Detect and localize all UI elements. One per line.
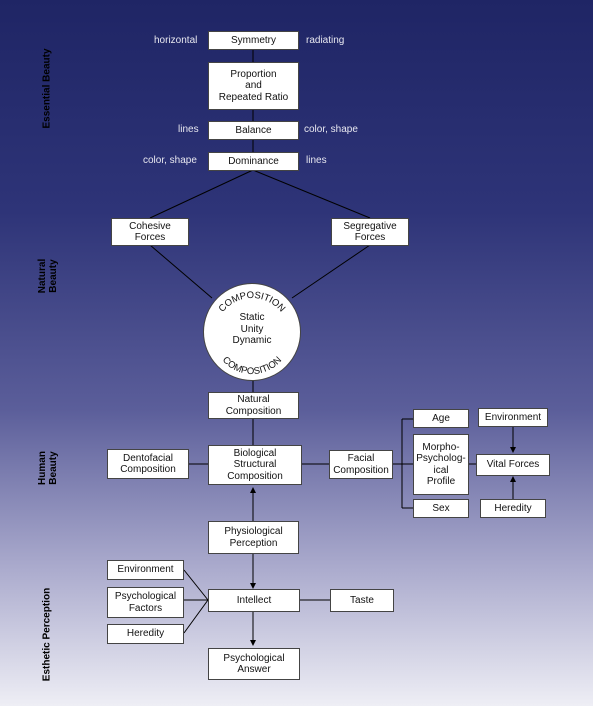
section-label-esthetic-perception: Esthetic Perception bbox=[41, 587, 53, 682]
dentofacial-composition-box: Dentofacial Composition bbox=[107, 449, 189, 479]
balance-left-label: lines bbox=[178, 124, 199, 135]
psychological-answer-box: Psychological Answer bbox=[208, 648, 300, 680]
balance-box: Balance bbox=[208, 121, 299, 140]
cohesive-forces-box: Cohesive Forces bbox=[111, 218, 189, 246]
composition-arc-text: COMPOSITION COMPOSITION bbox=[217, 290, 288, 378]
segregative-forces-box: Segregative Forces bbox=[331, 218, 409, 246]
dominance-right-label: lines bbox=[306, 155, 327, 166]
symmetry-box: Symmetry bbox=[208, 31, 299, 50]
dominance-box: Dominance bbox=[208, 152, 299, 171]
heredity-left-box: Heredity bbox=[107, 624, 184, 644]
taste-box: Taste bbox=[330, 589, 394, 612]
intellect-box: Intellect bbox=[208, 589, 300, 612]
biological-structural-composition-box: Biological Structural Composition bbox=[208, 445, 302, 485]
section-label-human-beauty: Human Beauty bbox=[37, 451, 59, 485]
composition-arc-bottom: COMPOSITION bbox=[220, 355, 284, 378]
environment-right-box: Environment bbox=[478, 408, 548, 427]
age-box: Age bbox=[413, 409, 469, 428]
dominance-left-label: color, shape bbox=[143, 155, 197, 166]
section-label-natural-beauty: Natural Beauty bbox=[37, 258, 59, 294]
symmetry-left-label: horizontal bbox=[154, 35, 198, 46]
composition-circle: COMPOSITION COMPOSITION Static Unity Dyn… bbox=[203, 283, 301, 381]
physiological-perception-box: Physiological Perception bbox=[208, 521, 299, 554]
proportion-box: Proportion and Repeated Ratio bbox=[208, 62, 299, 110]
environment-left-box: Environment bbox=[107, 560, 184, 580]
section-label-essential-beauty: Essential Beauty bbox=[41, 48, 53, 129]
heredity-right-box: Heredity bbox=[480, 499, 546, 518]
morpho-psychological-profile-box: Morpho- Psycholog- ical Profile bbox=[413, 434, 469, 495]
sex-box: Sex bbox=[413, 499, 469, 518]
vital-forces-box: Vital Forces bbox=[476, 454, 550, 476]
psychological-factors-box: Psychological Factors bbox=[107, 587, 184, 618]
symmetry-right-label: radiating bbox=[306, 35, 345, 46]
svg-text:COMPOSITION: COMPOSITION bbox=[220, 355, 284, 378]
natural-composition-box: Natural Composition bbox=[208, 392, 299, 419]
facial-composition-box: Facial Composition bbox=[329, 450, 393, 479]
svg-text:COMPOSITION: COMPOSITION bbox=[217, 290, 288, 315]
composition-center-text: Static Unity Dynamic bbox=[232, 312, 272, 346]
balance-right-label: color, shape bbox=[304, 124, 358, 135]
composition-arc-top: COMPOSITION bbox=[217, 290, 288, 315]
